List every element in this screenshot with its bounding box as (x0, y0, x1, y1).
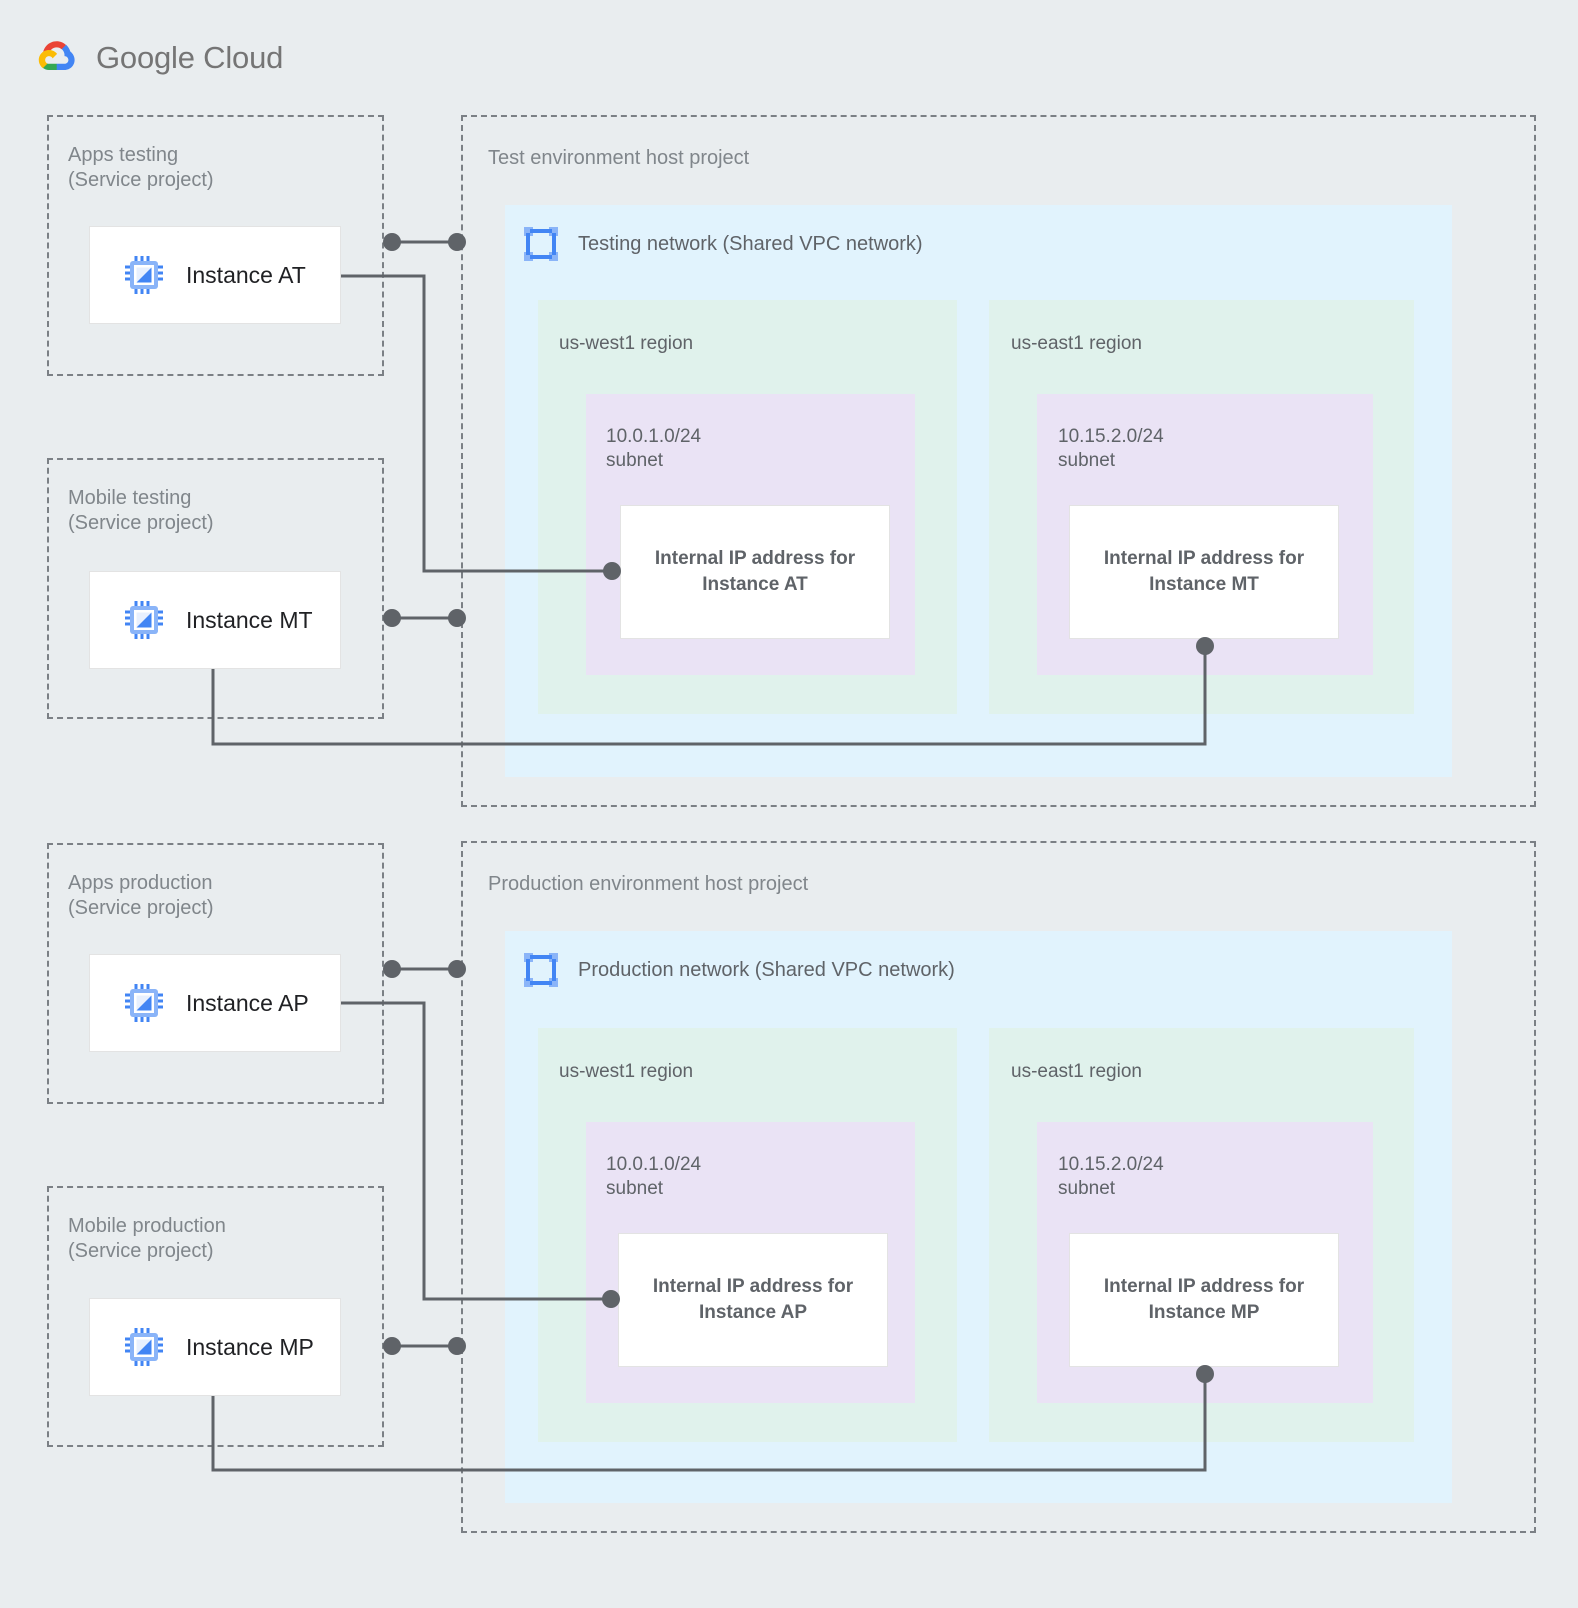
instance-label-at: Instance AT (186, 261, 306, 288)
instance-card-mt[interactable]: Instance MT (89, 571, 341, 669)
connector-dot-mt-source (383, 609, 401, 627)
vpc-network-production-title: Production network (Shared VPC network) (578, 958, 955, 981)
ip-address-card-mt-text: Internal IP address for Instance MT (1103, 548, 1305, 595)
ip-address-card-ap-text: Internal IP address for Instance AP (652, 1276, 854, 1323)
service-project-apps-production-label: Apps production (Service project) (68, 872, 214, 919)
brand-name-light: Cloud (194, 40, 284, 75)
subnet-test-us-west1-label: 10.0.1.0/24 subnet (606, 426, 702, 471)
host-project-production-environment-label: Production environment host project (488, 873, 809, 895)
vpc-network-icon (522, 951, 560, 989)
subnet-test-us-east1-label: 10.15.2.0/24 subnet (1058, 426, 1164, 471)
instance-card-ap[interactable]: Instance AP (89, 954, 341, 1052)
cpu-chip-icon (124, 600, 164, 640)
connector-dot-ap-source (383, 960, 401, 978)
connector-dot-at-source (383, 233, 401, 251)
service-project-mobile-testing-label: Mobile testing (Service project) (68, 487, 214, 534)
cpu-chip-icon (124, 983, 164, 1023)
google-cloud-logo-icon (38, 41, 75, 70)
subnet-prod-us-east1-label: 10.15.2.0/24 subnet (1058, 1154, 1164, 1199)
instance-card-mp[interactable]: Instance MP (89, 1298, 341, 1396)
region-test-us-east1-label: us-east1 region (1011, 333, 1142, 354)
ip-address-card-mt: Internal IP address for Instance MT (1069, 505, 1339, 639)
vpc-network-production-header: Production network (Shared VPC network) (522, 951, 955, 989)
region-prod-us-east1-label: us-east1 region (1011, 1061, 1142, 1082)
region-prod-us-west1-label: us-west1 region (559, 1061, 694, 1082)
ip-address-card-at: Internal IP address for Instance AT (620, 505, 890, 639)
ip-address-card-ap: Internal IP address for Instance AP (618, 1233, 888, 1367)
ip-address-card-mp: Internal IP address for Instance MP (1069, 1233, 1339, 1367)
cpu-chip-icon (124, 1327, 164, 1367)
subnet-prod-us-west1-label: 10.0.1.0/24 subnet (606, 1154, 702, 1199)
service-project-apps-testing-label: Apps testing (Service project) (68, 144, 214, 191)
vpc-network-testing-title: Testing network (Shared VPC network) (578, 232, 923, 255)
instance-label-ap: Instance AP (186, 989, 309, 1016)
instance-card-at[interactable]: Instance AT (89, 226, 341, 324)
host-project-test-environment-label: Test environment host project (488, 147, 750, 169)
vpc-network-icon (522, 225, 560, 263)
cpu-chip-icon (124, 255, 164, 295)
ip-address-card-at-text: Internal IP address for Instance AT (654, 548, 856, 595)
google-cloud-wordmark: Google Cloud (96, 40, 283, 76)
google-cloud-logo: Google Cloud (34, 36, 283, 80)
instance-label-mt: Instance MT (186, 606, 313, 633)
service-project-mobile-production-label: Mobile production (Service project) (68, 1215, 226, 1262)
instance-label-mp: Instance MP (186, 1333, 314, 1360)
connector-dot-mp-source (383, 1337, 401, 1355)
region-test-us-west1-label: us-west1 region (559, 333, 694, 354)
ip-address-card-mp-text: Internal IP address for Instance MP (1103, 1276, 1305, 1323)
vpc-network-testing-header: Testing network (Shared VPC network) (522, 225, 923, 263)
host-project-test-environment: Test environment host project (461, 115, 1536, 807)
brand-name-bold: Google (96, 40, 195, 75)
